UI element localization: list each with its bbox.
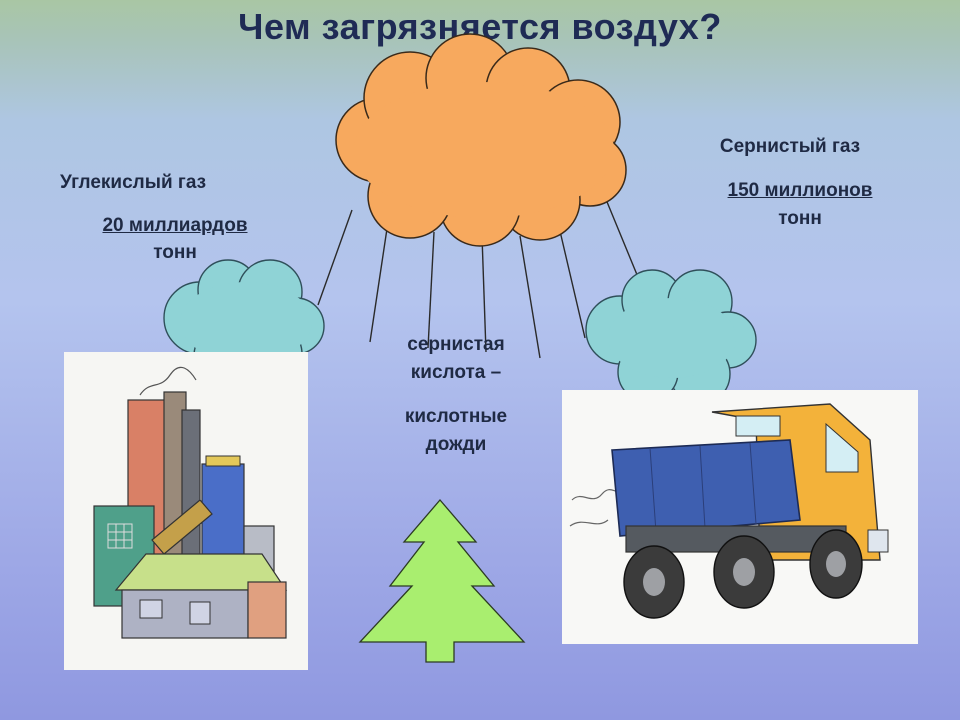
acid-line-1: сернистая (407, 334, 505, 355)
so2-amount: 150 миллионов (727, 180, 873, 201)
so2-label: Сернистый газ (719, 136, 861, 157)
so2-unit: тонн (778, 208, 822, 229)
acid-line-3: кислотные (404, 406, 508, 427)
truck-picture (562, 390, 918, 644)
co2-amount: 20 миллиардов (102, 215, 248, 236)
acid-line-2: кислота – (410, 362, 502, 383)
factory-picture (64, 352, 308, 670)
pollution-cloud (335, 33, 627, 247)
co2-label: Углекислый газ (60, 172, 207, 193)
co2-unit: тонн (153, 242, 197, 263)
fir-tree (358, 499, 526, 663)
acid-line-4: дожди (425, 434, 487, 455)
